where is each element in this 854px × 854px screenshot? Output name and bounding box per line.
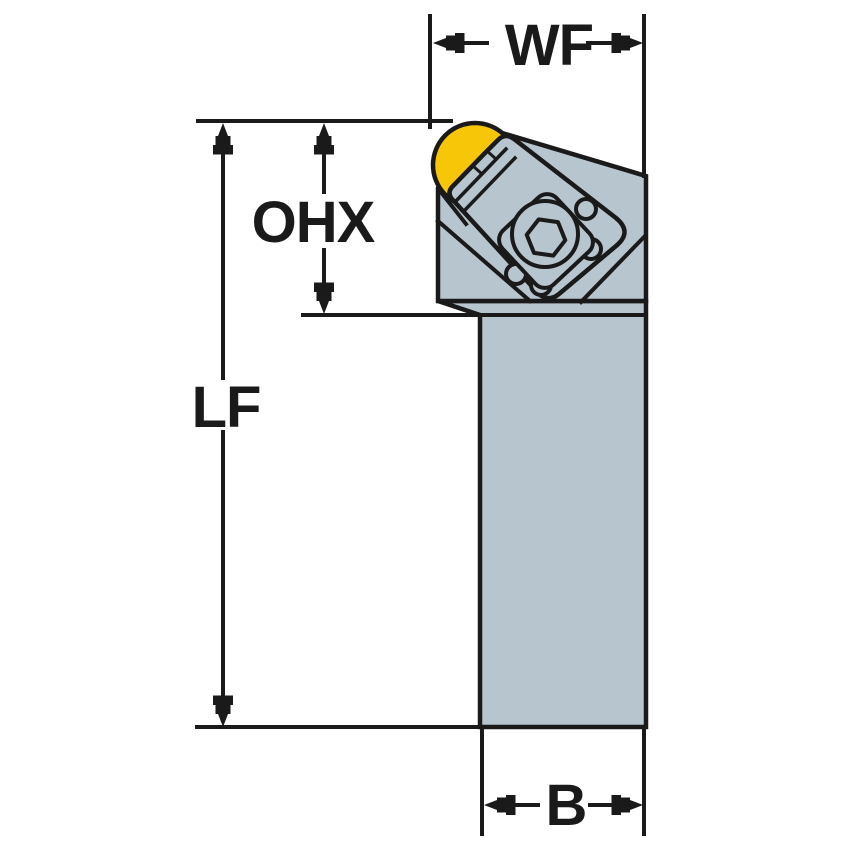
lf-arrow-up: [213, 123, 233, 155]
clamp-step-tick-2: [484, 148, 499, 162]
b-arrow-left: [484, 795, 516, 815]
wf-arrow-left: [433, 33, 465, 53]
lf-label: LF: [192, 375, 261, 440]
b-label: B: [546, 773, 587, 838]
drawing-root: WF OHX LF B: [192, 13, 649, 838]
hex-socket-screw: [524, 217, 568, 258]
pocket-edge-right-line: [578, 233, 648, 305]
b-arrow-right: [611, 795, 643, 815]
top-clamp-assembly: [435, 133, 648, 305]
pocket-edge-left-line: [435, 218, 533, 304]
ohx-arrow-down: [314, 282, 334, 314]
dimension-labels: WF OHX LF B: [192, 13, 595, 838]
tool-shank: [437, 298, 649, 730]
wf-label: WF: [505, 13, 593, 78]
ohx-arrow-up: [314, 123, 334, 155]
clamp-ear-top-right: [574, 197, 598, 221]
lf-arrow-down: [213, 695, 233, 727]
dimensions: WF OHX LF B: [192, 13, 646, 838]
ohx-label: OHX: [252, 190, 376, 255]
wf-arrow-right: [611, 33, 643, 53]
clamp-front-line-2: [462, 155, 518, 213]
pocket-seat-corner-line: [437, 188, 469, 227]
clamp-step-tick-1: [470, 163, 485, 177]
